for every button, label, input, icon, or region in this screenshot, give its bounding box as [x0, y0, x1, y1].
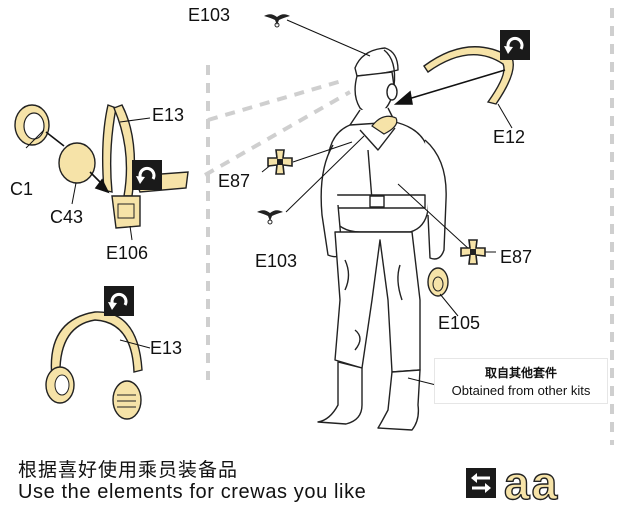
caption-chinese: 根据喜好使用乘员装备品: [18, 459, 239, 481]
other-kits-note: 取自其他套件 Obtained from other kits: [434, 358, 608, 404]
label-e106: E106: [106, 243, 149, 263]
eagle-icon: [264, 14, 290, 28]
label-e87-right: E87: [500, 247, 533, 267]
label-c1: C1: [10, 179, 34, 199]
dashed-guides: [204, 8, 614, 445]
e12-part: [423, 46, 514, 105]
e105-medal: [427, 267, 449, 297]
pointer-arrows: [393, 69, 506, 105]
iron-cross-icon: [460, 239, 486, 265]
label-e103-top: E103: [188, 5, 231, 25]
caption-english: Use the elements for crewas you like: [18, 481, 367, 503]
label-e13-upper: E13: [152, 105, 185, 125]
label-e103-mid: E103: [255, 251, 298, 271]
label-e105: E105: [438, 313, 481, 333]
note-chinese: 取自其他套件: [484, 366, 557, 380]
label-c43: C43: [50, 207, 84, 227]
label-e12: E12: [493, 127, 526, 147]
c43-part: [58, 142, 96, 184]
swap-arrows-icon: [466, 468, 496, 498]
c1-part: [14, 104, 50, 146]
eagle-icon: [257, 210, 283, 225]
aa-badge-text: aa: [504, 457, 559, 506]
e13-headphones-part: [45, 311, 143, 420]
note-english: Obtained from other kits: [451, 383, 591, 398]
leader-lines: [25, 19, 513, 386]
rotate-arrow-icon: [104, 286, 134, 316]
label-e87-left: E87: [218, 171, 251, 191]
label-e13-lower: E13: [150, 338, 183, 358]
rotate-arrow-icon: [132, 160, 162, 190]
soldier-figure: [317, 47, 447, 431]
e106-part: [111, 195, 141, 229]
iron-cross-icon: [267, 149, 293, 175]
assembly-arrows: [45, 131, 110, 194]
e12-on-collar: [371, 115, 398, 135]
rotate-arrow-icon: [500, 30, 530, 60]
